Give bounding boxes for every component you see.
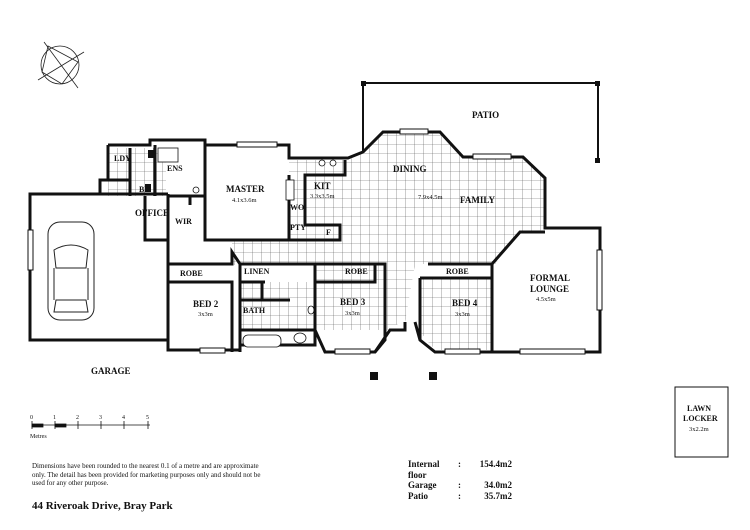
- area-label: Garage: [408, 480, 437, 490]
- room-garage: GARAGE: [91, 366, 131, 376]
- room-wir: WIR: [175, 217, 192, 226]
- room-kit-dim: 3.3x3.5m: [310, 193, 335, 200]
- area-sep: :: [458, 480, 461, 490]
- scale-tick-4: 4: [122, 415, 125, 421]
- area-value: 35.7m2: [484, 490, 512, 501]
- room-formal-lounge-1: FORMAL: [530, 273, 570, 283]
- room-br: BR: [139, 185, 150, 194]
- room-bed4: BED 4: [452, 298, 478, 308]
- room-master-dim: 4.1x3.6m: [232, 197, 257, 204]
- scale-unit: Metres: [30, 434, 47, 440]
- area-value: 154.4m2: [479, 459, 512, 469]
- area-row-patio: Patio : 35.7m2: [408, 491, 512, 502]
- room-bath: BATH: [243, 306, 266, 315]
- room-f: F: [326, 228, 331, 237]
- compass-icon: [37, 41, 85, 89]
- car-icon: [47, 221, 95, 321]
- scale-tick-2: 2: [76, 415, 79, 421]
- property-address: 44 Riveroak Drive, Bray Park: [32, 500, 173, 512]
- area-sep: :: [458, 490, 461, 501]
- room-master: MASTER: [226, 184, 265, 194]
- area-label: Internal floor: [408, 459, 440, 480]
- area-value: 34.0m2: [484, 480, 512, 490]
- room-ldy: LDY: [114, 154, 131, 163]
- room-kit: KIT: [314, 181, 331, 191]
- room-linen: LINEN: [244, 267, 270, 276]
- room-family: FAMILY: [460, 195, 496, 205]
- windows: [27, 128, 603, 355]
- room-bed2: BED 2: [193, 299, 219, 309]
- scale-tick-3: 3: [99, 415, 102, 421]
- room-bed4-dim: 3x3m: [455, 311, 470, 318]
- room-formal-lounge-2: LOUNGE: [530, 284, 569, 294]
- room-dining: DINING: [393, 164, 427, 174]
- room-bed3: BED 3: [340, 297, 366, 307]
- lawn-locker-box: [674, 386, 729, 458]
- area-sep: :: [458, 459, 461, 469]
- scale-tick-1: 1: [53, 415, 56, 421]
- room-robe-bed4: ROBE: [446, 267, 469, 276]
- room-wo: WO: [290, 203, 304, 212]
- lawn-locker-dim: 3x2.2m: [689, 426, 709, 433]
- room-ens: ENS: [167, 164, 183, 173]
- room-formal-lounge-dim: 4.5x5m: [536, 296, 556, 303]
- room-robe-bed3: ROBE: [345, 267, 368, 276]
- disclaimer-text: Dimensions have been rounded to the near…: [32, 462, 261, 487]
- room-office: OFFICE: [135, 208, 169, 218]
- room-pty: PTY: [290, 223, 306, 232]
- area-row-garage: Garage : 34.0m2: [408, 480, 512, 491]
- room-bed3-dim: 3x3m: [345, 310, 360, 317]
- lawn-locker-label-1: LAWN: [687, 404, 711, 413]
- area-label: Patio: [408, 490, 428, 501]
- scale-tick-5: 5: [146, 415, 149, 421]
- scale-bar: [31, 421, 150, 429]
- fixtures: [157, 147, 337, 348]
- room-robe-bed2: ROBE: [180, 269, 203, 278]
- room-patio: PATIO: [472, 110, 499, 120]
- room-bed2-dim: 3x3m: [198, 311, 213, 318]
- area-row-internal: Internal floor : 154.4m2: [408, 459, 512, 480]
- room-dining-family-dim: 7.9x4.5m: [418, 194, 443, 201]
- lawn-locker-label-2: LOCKER: [683, 414, 718, 423]
- area-summary: Internal floor : 154.4m2 Garage : 34.0m2…: [408, 459, 512, 501]
- patio-structure: [362, 82, 599, 162]
- scale-tick-0: 0: [30, 415, 33, 421]
